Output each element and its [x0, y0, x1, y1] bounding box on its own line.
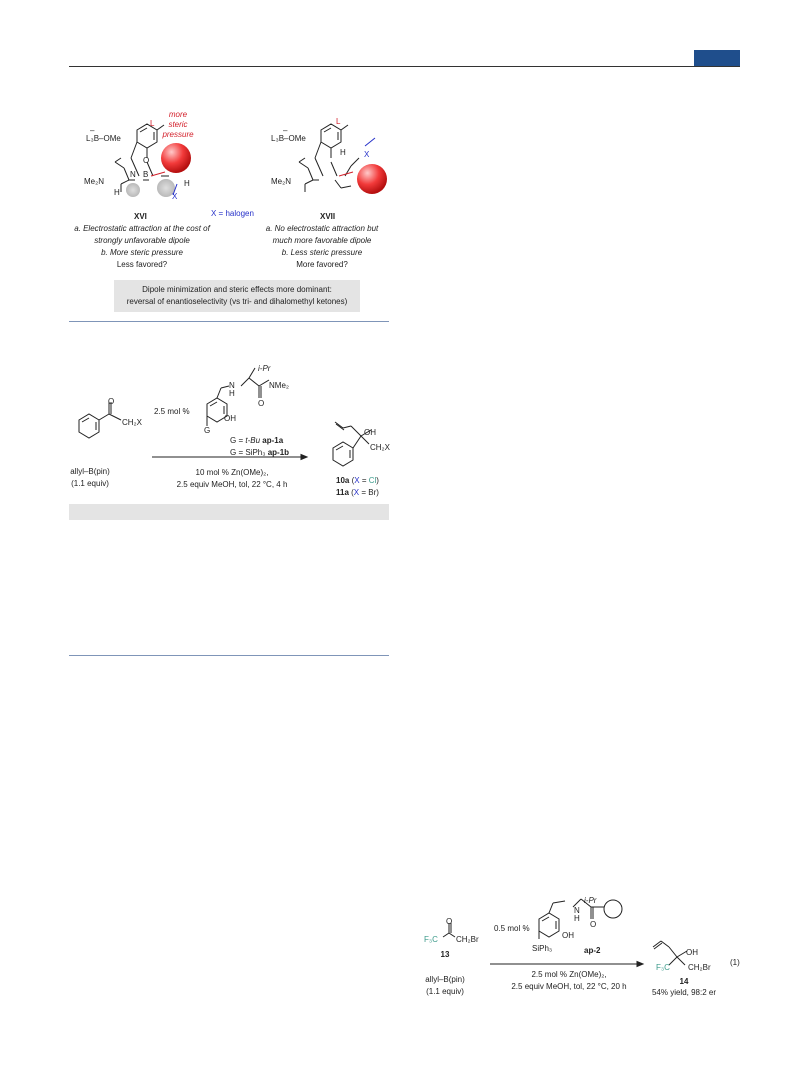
scheme2-catalyst: ap-2 — [584, 946, 601, 955]
scheme2-ketone-o: O — [446, 917, 453, 926]
scheme2-ketone-left: F₃C — [424, 935, 438, 944]
scheme2-amide-o: O — [590, 920, 597, 929]
left-ligand-l: L — [150, 119, 155, 128]
left-caption-2: strongly unfavorable dipole — [94, 236, 190, 245]
scheme2-oh: OH — [562, 931, 574, 940]
right-label: XVII — [320, 212, 336, 221]
left-reagent: L₃B–OMe — [86, 134, 121, 143]
left-caption-4: Less favored? — [116, 260, 168, 269]
right-large-substituent — [357, 164, 387, 194]
scheme1-ketone-o: O — [108, 397, 115, 406]
steric-note-1: more — [168, 110, 188, 119]
scheme1-nh-h: H — [229, 389, 235, 398]
scheme2-reagent-equiv: (1.1 equiv) — [426, 987, 464, 996]
header-rule — [69, 66, 740, 67]
scheme2-result: 54% yield, 98:2 er — [651, 988, 717, 997]
equation-number: (1) — [730, 958, 740, 967]
scheme2-ipr: i-Pr — [584, 896, 597, 905]
scheme1-product-2: 11a (X = Br) — [336, 488, 379, 497]
left-x-interaction — [157, 179, 175, 197]
scheme1-caption-bar — [69, 504, 389, 520]
left-o-label: O — [143, 156, 150, 165]
right-x-dipole-arrow — [364, 137, 376, 147]
scheme1-g: G — [204, 426, 211, 435]
scheme1-product-sub: CH₂X — [370, 443, 390, 452]
right-amine: Me₂N — [271, 177, 291, 186]
section-rule-1 — [69, 321, 389, 322]
left-reagent-minus: – — [90, 126, 95, 135]
scheme1-reagent-equiv: (1.1 equiv) — [71, 479, 109, 488]
scheme1-substituent: CH₂X — [122, 418, 142, 427]
right-ligand-l: L — [336, 117, 341, 126]
scheme1-nh: N — [229, 381, 235, 390]
right-caption-3: b. Less steric pressure — [281, 248, 363, 257]
scheme2-nh: N — [574, 906, 580, 915]
scheme1-ipr: i-Pr — [258, 364, 271, 373]
right-dipole-arrow — [338, 171, 354, 177]
right-reagent-minus: – — [283, 126, 288, 135]
scheme2-nh-h: H — [574, 914, 580, 923]
scheme2-conditions-1: 2.5 mol % Zn(OMe)₂, — [531, 970, 607, 979]
left-amine: Me₂N — [84, 177, 104, 186]
scheme1-catalyst-2: G = SiPh₃ ap-1b — [230, 448, 290, 457]
scheme2-conditions-2: 2.5 equiv MeOH, tol, 22 °C, 20 h — [511, 982, 627, 991]
scheme1-product-oh: OH — [364, 428, 376, 437]
scheme1-structures — [78, 367, 372, 467]
scheme2-loading: 0.5 mol % — [494, 924, 530, 933]
scheme2-siph3: SiPh₃ — [532, 944, 553, 953]
scheme1-catalyst-1: G = t-Bu ap-1a — [230, 436, 284, 445]
scheme1-conditions-2: 2.5 equiv MeOH, tol, 22 °C, 4 h — [176, 480, 288, 489]
scheme2-reagent: allyl–B(pin) — [425, 975, 465, 984]
left-caption-1: a. Electrostatic attraction at the cost … — [74, 224, 210, 233]
conclusion-box — [114, 280, 360, 312]
left-h-label: H — [114, 188, 120, 197]
halogen-legend: X = halogen — [211, 209, 254, 218]
right-caption-1: a. No electrostatic attraction but — [265, 224, 379, 233]
conclusion-line-1: Dipole minimization and steric effects m… — [142, 285, 332, 294]
right-h-label: H — [340, 148, 346, 157]
header-accent-box — [694, 50, 740, 66]
left-label: XVI — [134, 212, 147, 221]
steric-note-2: steric — [168, 120, 188, 129]
left-caption-3: b. More steric pressure — [101, 248, 183, 257]
scheme1-reagent: allyl–B(pin) — [70, 467, 110, 476]
scheme2-product-oh: OH — [686, 948, 698, 957]
left-large-substituent — [161, 143, 191, 173]
scheme2-ketone-right: CH₂Br — [456, 935, 479, 944]
section-rule-2 — [69, 655, 389, 656]
left-n-label: N — [130, 170, 136, 179]
left-h-interaction — [126, 183, 140, 197]
conclusion-line-2: reversal of enantioselectivity (vs tri- … — [126, 297, 348, 306]
right-caption-4: More favored? — [296, 260, 348, 269]
scheme1-amide-o: O — [258, 399, 265, 408]
scheme1-nme2: NMe₂ — [269, 381, 289, 390]
right-reagent: L₃B–OMe — [271, 134, 306, 143]
transition-state-figure — [114, 123, 387, 197]
right-x-label: X — [364, 150, 370, 159]
steric-note-3: pressure — [162, 130, 194, 139]
left-x-dipole-arrow — [172, 183, 178, 196]
scheme2-product-right: CH₂Br — [688, 963, 711, 972]
scheme2-product-left: F₃C — [656, 963, 670, 972]
scheme2-structures — [442, 898, 688, 968]
scheme1-conditions-1: 10 mol % Zn(OMe)₂, — [195, 468, 269, 477]
scheme2-product: 14 — [679, 977, 689, 986]
left-b-label: B — [143, 170, 149, 179]
left-x-label: X — [172, 192, 178, 201]
left-ch-h: H — [184, 179, 190, 188]
left-dipole-arrow — [150, 171, 166, 177]
scheme1-product-1: 10a (X = Cl) — [336, 476, 379, 485]
scheme1-oh: OH — [224, 414, 236, 423]
scheme1-loading: 2.5 mol % — [154, 407, 190, 416]
right-caption-2: much more favorable dipole — [272, 236, 372, 245]
scheme2-compound: 13 — [440, 950, 450, 959]
right-transition-state — [298, 123, 360, 192]
